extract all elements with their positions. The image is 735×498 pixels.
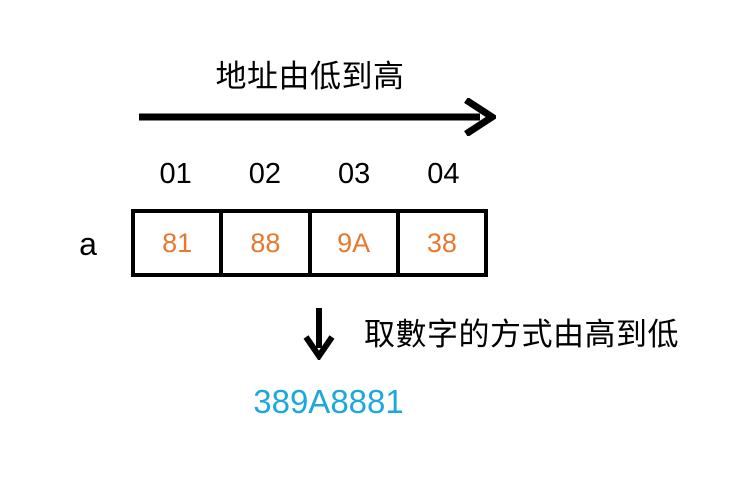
variable-name-label: a bbox=[79, 226, 97, 262]
address-direction-caption: 地址由低到高 bbox=[215, 59, 405, 94]
read-direction-caption: 取數字的方式由高到低 bbox=[364, 317, 679, 352]
result-value-label: 389A8881 bbox=[253, 383, 404, 420]
address-label-row: 01 02 03 04 bbox=[131, 157, 488, 193]
byte-cell-02: 88 bbox=[223, 213, 312, 273]
byte-cell-01: 81 bbox=[135, 213, 224, 273]
address-label-01: 01 bbox=[159, 158, 192, 190]
memory-byte-table: 81 88 9A 38 bbox=[131, 209, 488, 277]
arrow-right-icon bbox=[136, 97, 499, 137]
address-label-03: 03 bbox=[337, 158, 371, 190]
byte-cell-04: 38 bbox=[426, 228, 457, 258]
byte-cell-03: 9A bbox=[312, 213, 400, 273]
address-label-04: 04 bbox=[427, 158, 460, 190]
address-label-02: 02 bbox=[248, 158, 281, 190]
arrow-down-icon bbox=[300, 306, 340, 362]
